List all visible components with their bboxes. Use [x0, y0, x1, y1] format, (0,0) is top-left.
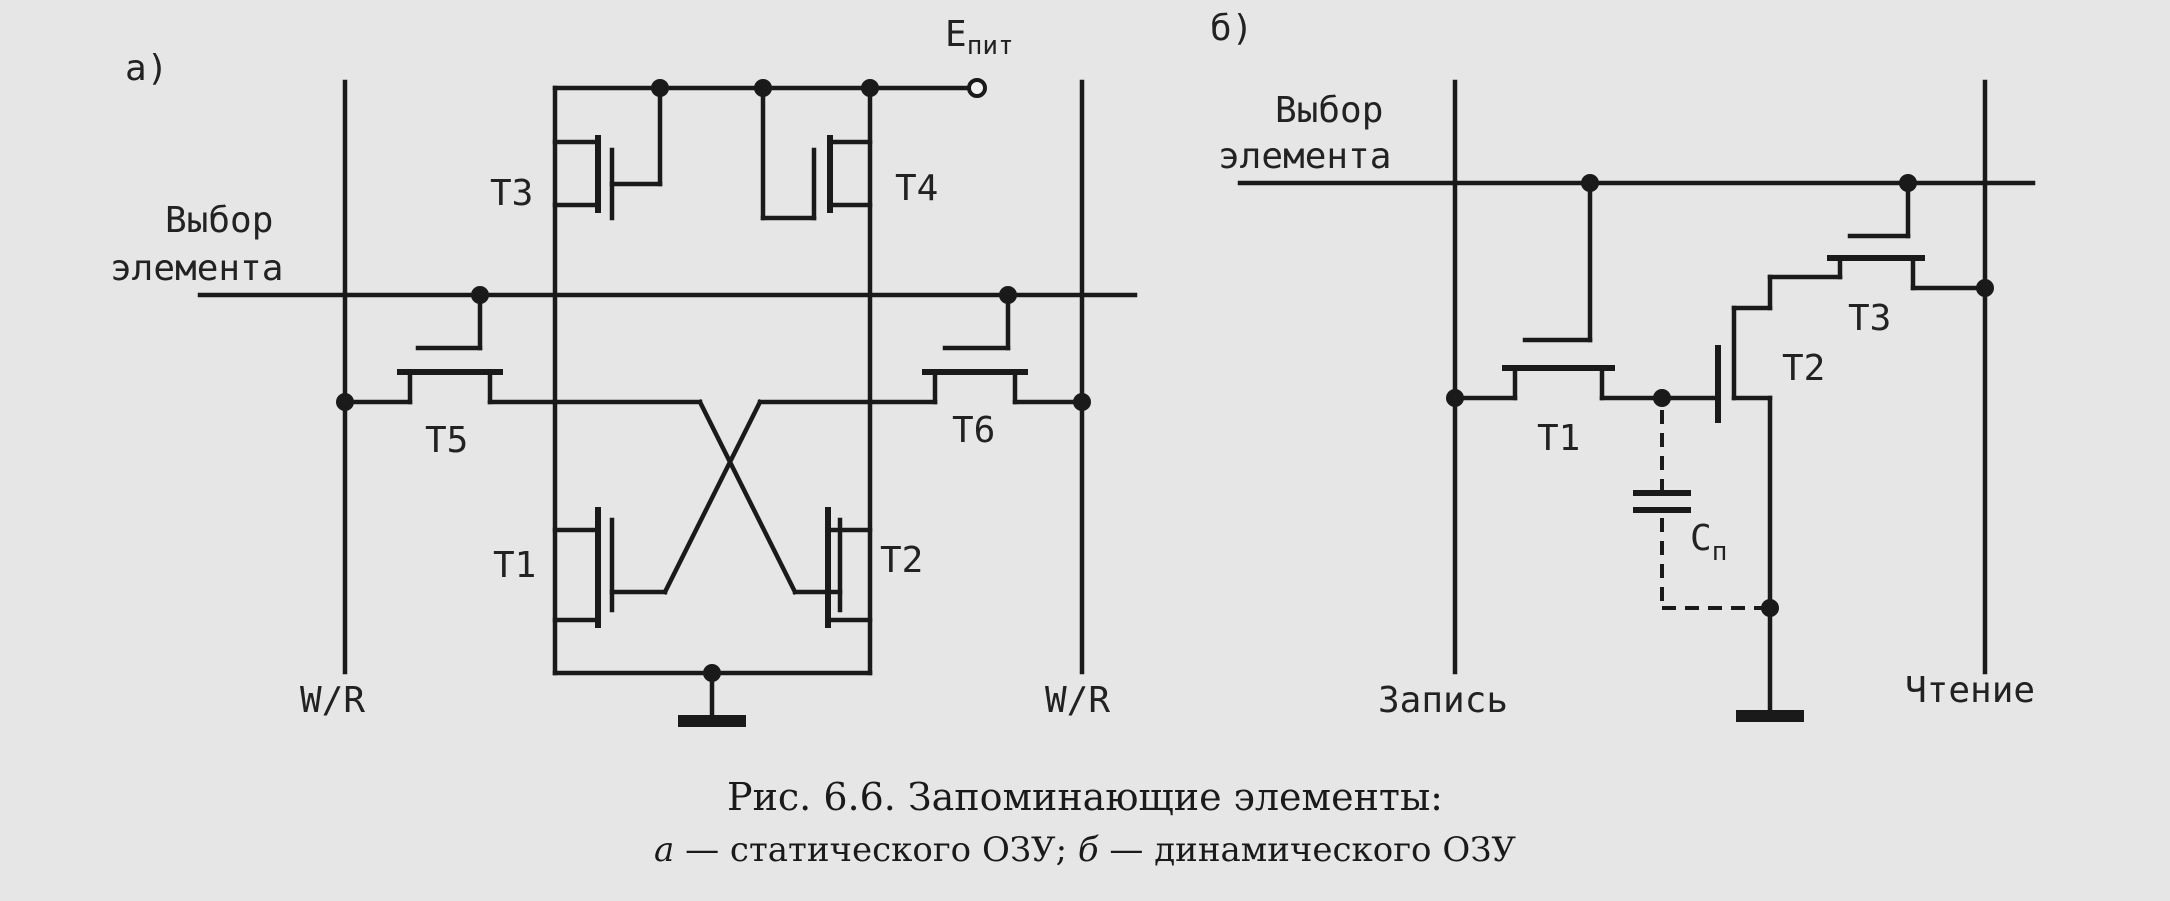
transistor-t2-b [1715, 274, 1779, 617]
supply-label: Eпит [945, 14, 1014, 61]
t1-b-label: T1 [1537, 418, 1580, 459]
transistor-t4 [760, 85, 873, 221]
transistor-t3-b [1767, 174, 1994, 297]
select-label-a-line2: элемента [110, 248, 283, 289]
panel-b-dynamic-ram-cell: б) Выбор элемента T1 T2 T3 Cп Запись Чте… [1210, 8, 2036, 722]
t2-b-label: T2 [1782, 348, 1825, 389]
select-label-b-line2: элемента [1218, 136, 1391, 177]
write-line-label: Запись [1378, 680, 1508, 721]
caption-a-letter: а [654, 830, 675, 870]
transistor-t1 [552, 507, 615, 628]
t3-b-label: T3 [1848, 298, 1891, 339]
supply-rail [552, 78, 987, 676]
transistor-t1-b [1446, 174, 1721, 407]
t4-label: T4 [895, 168, 938, 209]
t3-label: T3 [490, 173, 533, 214]
caption-a-text: — статического ОЗУ; [674, 830, 1078, 870]
ground-symbol-a [552, 664, 873, 727]
bitline-right-label: W/R [1045, 680, 1110, 721]
t2-label: T2 [880, 540, 923, 581]
select-label-b-line1: Выбор [1275, 90, 1383, 131]
t1-label: T1 [493, 545, 536, 586]
ground-symbol-b [1736, 605, 1804, 722]
transistor-t6 [867, 286, 1091, 411]
panel-b-letter: б) [1210, 8, 1253, 49]
supply-terminal [967, 78, 987, 98]
read-line-label: Чтение [1905, 670, 2035, 711]
transistor-t2 [825, 507, 873, 628]
figure-caption-legend: а — статического ОЗУ; б — динамического … [0, 830, 2170, 870]
capacitor-label: Cп [1690, 518, 1727, 567]
select-label-a-line1: Выбор [165, 200, 273, 241]
panel-a-static-ram-cell: а) Eпит Выбор элемента T3 T4 T5 T6 T1 T2… [110, 14, 1138, 727]
bitline-left-label: W/R [300, 680, 365, 721]
caption-b-letter: б [1077, 830, 1099, 870]
parasitic-capacitor [1633, 410, 1770, 610]
transistor-t3 [552, 85, 663, 221]
t5-label: T5 [425, 420, 468, 461]
panel-a-letter: а) [125, 48, 168, 89]
transistor-t5 [336, 286, 558, 411]
caption-b-text: — динамического ОЗУ [1098, 830, 1516, 870]
figure-caption-title: Рис. 6.6. Запоминающие элементы: [727, 775, 1443, 819]
t6-label: T6 [952, 410, 995, 451]
cross-coupling [552, 398, 873, 596]
